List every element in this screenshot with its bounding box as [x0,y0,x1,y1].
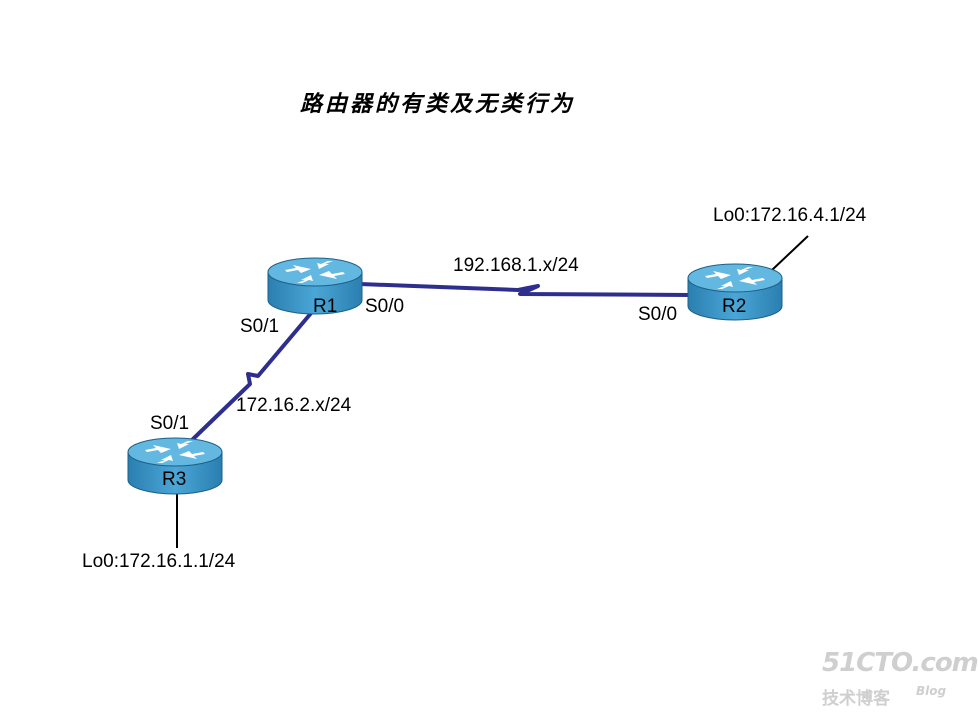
watermark: 51CTO.com 技术博客 Blog [822,648,978,709]
loopback-line-r2 [771,235,809,271]
interface-label-r1-s00: S0/0 [365,296,405,317]
watermark-blog: Blog [916,684,947,698]
interface-label-r2-s00: S0/0 [638,304,678,325]
interface-label-r1-s01: S0/1 [240,316,280,337]
router-r2-label: R2 [722,296,747,317]
serial-link-r1-r2 [359,282,691,297]
network-label-r1-r3: 172.16.2.x/24 [236,395,352,416]
loopback-label-r3: Lo0:172.16.1.1/24 [82,551,236,572]
interface-label-r3-s01: S0/1 [150,413,190,434]
watermark-tagline: 技术博客 [822,689,890,709]
watermark-domain: 51CTO.com [822,648,978,678]
serial-link-r1-r3 [190,310,314,442]
router-r1-label: R1 [313,296,338,317]
loopback-label-r2: Lo0:172.16.4.1/24 [713,205,867,226]
router-r3-label: R3 [162,469,187,490]
diagram-title: 路由器的有类及无类行为 [300,91,576,117]
network-label-r1-r2: 192.168.1.x/24 [453,255,579,276]
